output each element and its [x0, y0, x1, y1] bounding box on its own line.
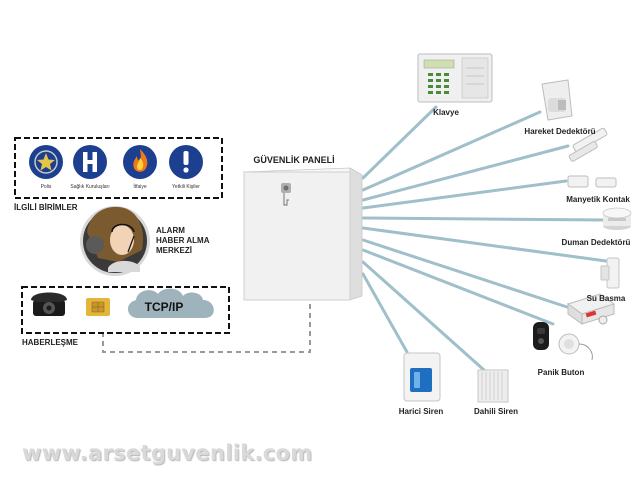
watermark: www.arsetguvenlik.com: [22, 441, 313, 465]
units-box: [14, 137, 223, 199]
outdoor-siren-device: [403, 352, 441, 402]
keypad-device: [417, 53, 493, 103]
alarm-center-line-3: MERKEZİ: [156, 246, 192, 255]
smoke-label: Duman Dedektörü: [561, 238, 631, 247]
connector-motion: [361, 110, 542, 192]
wireless-receiver-device: [566, 293, 616, 325]
water-label: Su Basma: [586, 294, 626, 303]
units-title: İLGİLİ BİRİMLER: [14, 203, 78, 212]
unit-label-police: Polis: [40, 184, 52, 190]
alarm-center-label: ALARM HABER ALMA MERKEZİ: [156, 226, 209, 256]
connector-smoke: [361, 216, 607, 222]
connector-water: [361, 226, 608, 263]
connector-magnetic-2: [361, 179, 568, 210]
connector-outdoor-siren: [361, 272, 409, 354]
security-panel-box: [242, 167, 364, 301]
connector-indoor-siren: [361, 260, 486, 372]
panel-title: GÜVENLİK PANELİ: [253, 155, 335, 165]
communication-title: HABERLEŞME: [22, 338, 79, 347]
dashed-link: [102, 300, 311, 353]
connector-lines: [361, 105, 608, 372]
unit-label-authorized: Yetkili Kişiler: [172, 184, 200, 190]
police-badge-icon: [29, 145, 63, 179]
telephone-icon: [31, 292, 67, 316]
tcpip-label: TCP/IP: [145, 300, 184, 314]
magnetic-contact-device-1: [568, 127, 608, 162]
sim-card-icon: [86, 298, 110, 316]
connector-panic: [361, 248, 555, 326]
motion-label: Hareket Dedektörü: [524, 127, 596, 136]
alarm-center-photo: [80, 206, 150, 276]
motion-detector-device: [541, 79, 573, 121]
smoke-detector-device: [602, 207, 632, 230]
hospital-h-icon: [73, 145, 107, 179]
magnetic-label: Manyetik Kontak: [566, 195, 630, 204]
alarm-center-line-1: ALARM: [156, 226, 185, 235]
outdoor-siren-label: Harici Siren: [398, 407, 444, 416]
communication-box: [21, 286, 230, 334]
connector-magnetic-1: [361, 144, 570, 202]
cloud-icon: [127, 288, 214, 318]
magnetic-contact-device-2: [567, 175, 617, 188]
water-sensor-device: [600, 257, 620, 289]
connector-sensor: [361, 238, 569, 309]
alarm-center-line-2: HABER ALMA: [156, 236, 210, 245]
indoor-siren-label: Dahili Siren: [473, 407, 519, 416]
unit-label-fire: İtfaiye: [133, 184, 147, 190]
fire-icon: [123, 145, 157, 179]
keypad-label: Klavye: [433, 108, 459, 117]
panic-button-device: [533, 322, 593, 361]
indoor-siren-device: [477, 369, 509, 403]
panic-label: Panik Buton: [537, 368, 585, 377]
connector-keypad: [361, 105, 438, 180]
unit-label-health: Sağlık Kuruluşları: [70, 184, 110, 190]
exclamation-icon: [169, 145, 203, 179]
